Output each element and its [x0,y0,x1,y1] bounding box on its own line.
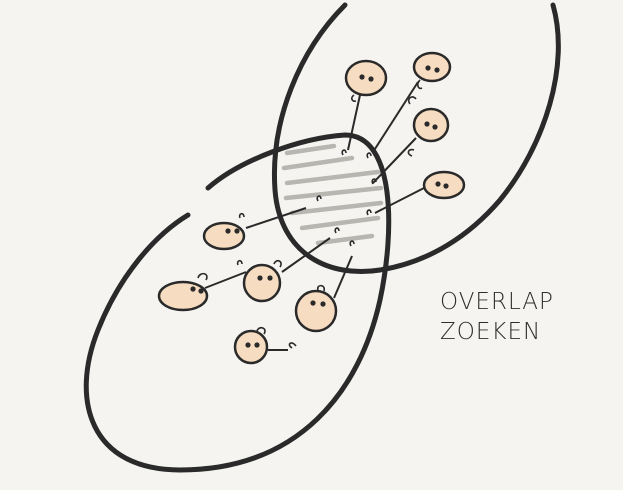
people-group [157,51,466,365]
outer-loop-left [83,132,392,473]
person-head [344,59,388,151]
person-head [242,237,331,303]
person-head [202,207,307,251]
caption-line-1: OVERLAP [440,289,554,315]
caption-text: OVERLAP ZOEKEN [440,288,610,348]
outer-loop-top [271,2,561,274]
person-head [233,326,297,365]
person-head [372,51,452,153]
caption-line-2: ZOEKEN [440,318,542,345]
person-head [157,271,247,312]
person-head [294,255,353,333]
overlap-hatching [281,143,384,246]
person-head [374,148,466,214]
person-head [372,96,450,184]
